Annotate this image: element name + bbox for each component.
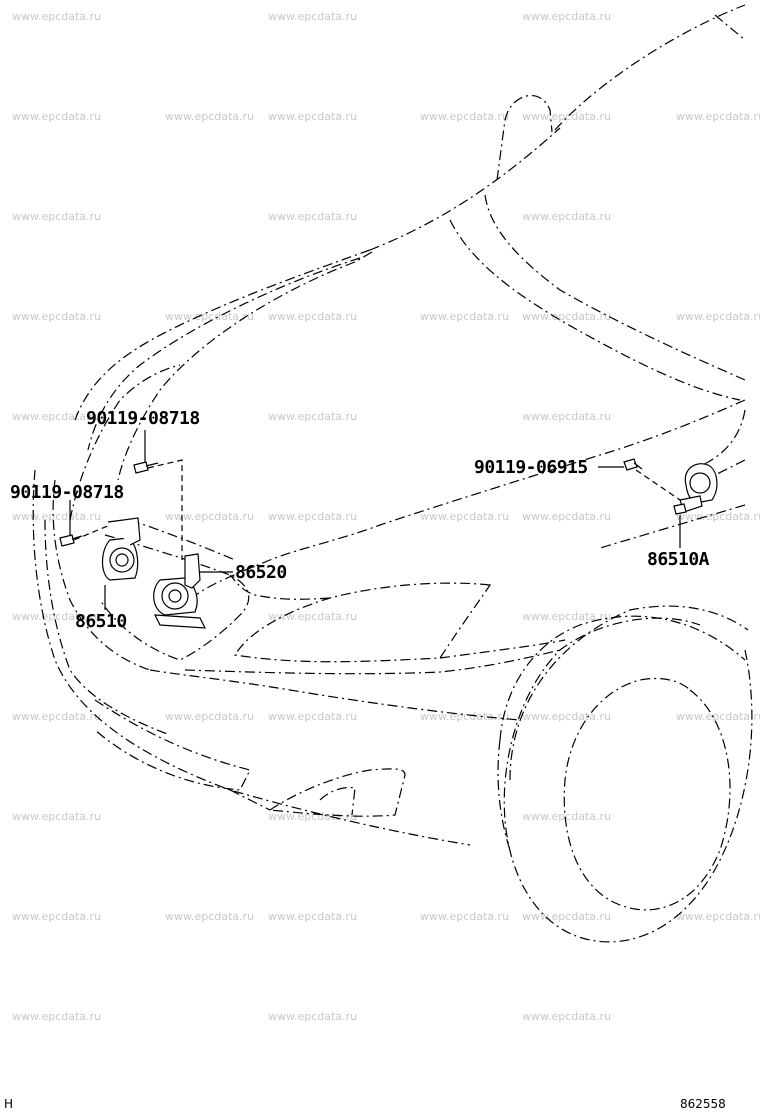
watermark-text: www.epcdata.ru: [522, 110, 611, 123]
vehicle-outline: [32, 4, 753, 943]
watermark-text: www.epcdata.ru: [420, 710, 509, 723]
callout-bolt-right: 90119-06915: [474, 457, 588, 478]
watermark-text: www.epcdata.ru: [268, 510, 357, 523]
callout-bracket: 86520: [235, 562, 287, 583]
watermark-text: www.epcdata.ru: [12, 110, 101, 123]
watermark-text: www.epcdata.ru: [268, 410, 357, 423]
watermark-text: www.epcdata.ru: [676, 910, 760, 923]
callout-horn-low: 86510: [75, 611, 127, 632]
callout-horn-high: 86510A: [647, 549, 710, 570]
watermark-text: www.epcdata.ru: [522, 710, 611, 723]
footer-left-mark: H: [4, 1097, 13, 1111]
bolt-right-icon: [623, 458, 643, 471]
watermark-text: www.epcdata.ru: [268, 910, 357, 923]
watermark-text: www.epcdata.ru: [522, 1010, 611, 1023]
horn-high-assembly: [673, 463, 718, 515]
watermark-text: www.epcdata.ru: [165, 910, 254, 923]
watermark-text: www.epcdata.ru: [522, 510, 611, 523]
watermark-text: www.epcdata.ru: [676, 510, 760, 523]
watermark-text: www.epcdata.ru: [12, 910, 101, 923]
watermark-text: www.epcdata.ru: [522, 610, 611, 623]
watermark-text: www.epcdata.ru: [268, 1010, 357, 1023]
watermark-text: www.epcdata.ru: [522, 310, 611, 323]
watermark-text: www.epcdata.ru: [268, 10, 357, 23]
watermark-text: www.epcdata.ru: [268, 610, 357, 623]
watermark-text: www.epcdata.ru: [676, 110, 760, 123]
callout-bolt-lower-left: 90119-08718: [10, 482, 124, 503]
watermark-text: www.epcdata.ru: [12, 1010, 101, 1023]
watermark-text: www.epcdata.ru: [12, 710, 101, 723]
bolt-upper-left-icon: [133, 461, 159, 474]
watermark-text: www.epcdata.ru: [420, 110, 509, 123]
watermark-text: www.epcdata.ru: [268, 810, 357, 823]
watermark-text: www.epcdata.ru: [12, 810, 101, 823]
watermark-text: www.epcdata.ru: [165, 510, 254, 523]
watermark-text: www.epcdata.ru: [165, 710, 254, 723]
watermark-text: www.epcdata.ru: [676, 710, 760, 723]
watermark-text: www.epcdata.ru: [522, 810, 611, 823]
watermark-text: www.epcdata.ru: [12, 610, 101, 623]
watermark-text: www.epcdata.ru: [268, 210, 357, 223]
watermark-text: www.epcdata.ru: [12, 210, 101, 223]
watermark-text: www.epcdata.ru: [420, 510, 509, 523]
watermark-text: www.epcdata.ru: [268, 710, 357, 723]
watermark-text: www.epcdata.ru: [522, 10, 611, 23]
watermark-text: www.epcdata.ru: [522, 910, 611, 923]
watermark-text: www.epcdata.ru: [165, 310, 254, 323]
callout-bolt-upper-left: 90119-08718: [86, 408, 200, 429]
watermark-text: www.epcdata.ru: [522, 410, 611, 423]
watermark-text: www.epcdata.ru: [12, 10, 101, 23]
watermark-text: www.epcdata.ru: [268, 110, 357, 123]
watermark-text: www.epcdata.ru: [12, 410, 101, 423]
watermark-text: www.epcdata.ru: [12, 310, 101, 323]
watermark-text: www.epcdata.ru: [420, 310, 509, 323]
watermark-text: www.epcdata.ru: [165, 110, 254, 123]
watermark-text: www.epcdata.ru: [676, 310, 760, 323]
watermark-layer: www.epcdata.ru www.epcdata.ru www.epcdata.…: [12, 10, 760, 1023]
illustration-number: 862558: [680, 1097, 726, 1111]
horn-low-assembly: [101, 517, 207, 629]
watermark-text: www.epcdata.ru: [12, 510, 101, 523]
watermark-text: www.epcdata.ru: [522, 210, 611, 223]
watermark-text: www.epcdata.ru: [268, 310, 357, 323]
leader-lines: [69, 430, 681, 610]
watermark-text: www.epcdata.ru: [420, 910, 509, 923]
bolt-lower-left-icon: [59, 534, 83, 547]
